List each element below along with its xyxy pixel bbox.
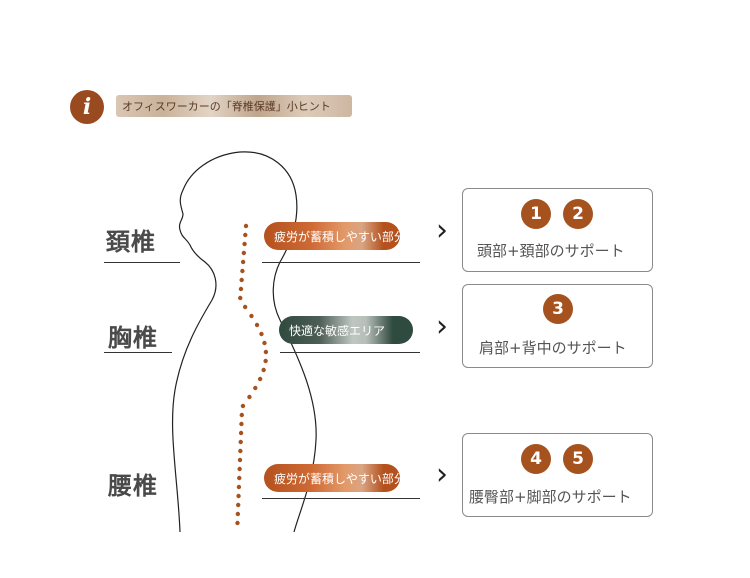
spine-dot [237, 475, 242, 481]
spine-dot [236, 493, 241, 499]
spine-dot [240, 268, 245, 274]
spine-dot [247, 394, 252, 400]
divider-thoracic-right [280, 352, 420, 353]
spine-dot [241, 250, 247, 256]
spine-dot [238, 448, 243, 454]
spine-dot [240, 403, 246, 409]
spine-dot [236, 484, 242, 490]
spine-dot [237, 466, 242, 472]
label-thoracic: 胸椎 [108, 324, 158, 352]
spine-dot [235, 520, 240, 526]
divider-thoracic-left [104, 352, 172, 353]
spine-dot [263, 358, 268, 364]
spine-dot [243, 232, 248, 238]
support-box-head-neck: 1 2 頭部+頚部のサポート [462, 188, 653, 272]
spine-dot [239, 421, 244, 427]
header-banner [116, 95, 352, 117]
divider-lumbar-right [262, 498, 420, 499]
spine-dot [238, 430, 244, 436]
label-cervical: 頚椎 [106, 228, 156, 256]
divider-cervical-left [104, 262, 180, 263]
support-text-head-neck: 頭部+頚部のサポート [477, 242, 625, 260]
pill-cervical: 疲労が蓄積しやすい部分 [264, 222, 400, 250]
support-box-hip-legs: 4 5 腰臀部+脚部のサポート [462, 433, 653, 517]
chevron-right-icon: › [436, 309, 448, 344]
number-badge-3: 3 [543, 294, 573, 324]
number-badge-2: 2 [563, 199, 593, 229]
spine-dot [259, 331, 264, 337]
spine-dot [240, 259, 246, 265]
support-text-hip-legs: 腰臀部+脚部のサポート [469, 488, 632, 506]
header-title: オフィスワーカーの「脊椎保護」小ヒント [122, 100, 331, 113]
chevron-right-icon: › [436, 213, 448, 248]
spine-dots [235, 223, 269, 526]
spine-dot [239, 412, 244, 418]
spine-dot [261, 367, 266, 373]
number-badge-4: 4 [521, 444, 551, 474]
spine-dot [257, 376, 263, 382]
spine-dot [238, 286, 244, 292]
support-text-shoulder-back: 肩部+背中のサポート [479, 339, 627, 357]
pill-lumbar: 疲労が蓄積しやすい部分 [264, 464, 400, 492]
spine-dot [237, 457, 243, 463]
spine-dot [253, 385, 258, 391]
spine-dot [238, 439, 243, 445]
spine-dot [238, 295, 243, 301]
pill-thoracic: 快適な敏感エリア [279, 316, 413, 344]
spine-dot [236, 502, 241, 508]
spine-dot [242, 241, 247, 247]
spine-dot [249, 313, 254, 319]
support-box-shoulder-back: 3 肩部+背中のサポート [462, 284, 653, 368]
spine-dot [243, 223, 249, 229]
spine-dot [239, 277, 244, 283]
spine-dot [235, 511, 241, 517]
info-icon: i [70, 90, 104, 124]
spine-dot [262, 340, 267, 346]
spine-dot [263, 349, 269, 355]
chevron-right-icon: › [436, 457, 448, 492]
divider-cervical-right [262, 262, 420, 263]
spine-dot [242, 304, 248, 310]
number-badge-1: 1 [521, 199, 551, 229]
spine-dot [254, 322, 260, 328]
number-badge-5: 5 [563, 444, 593, 474]
label-lumbar: 腰椎 [108, 472, 158, 500]
